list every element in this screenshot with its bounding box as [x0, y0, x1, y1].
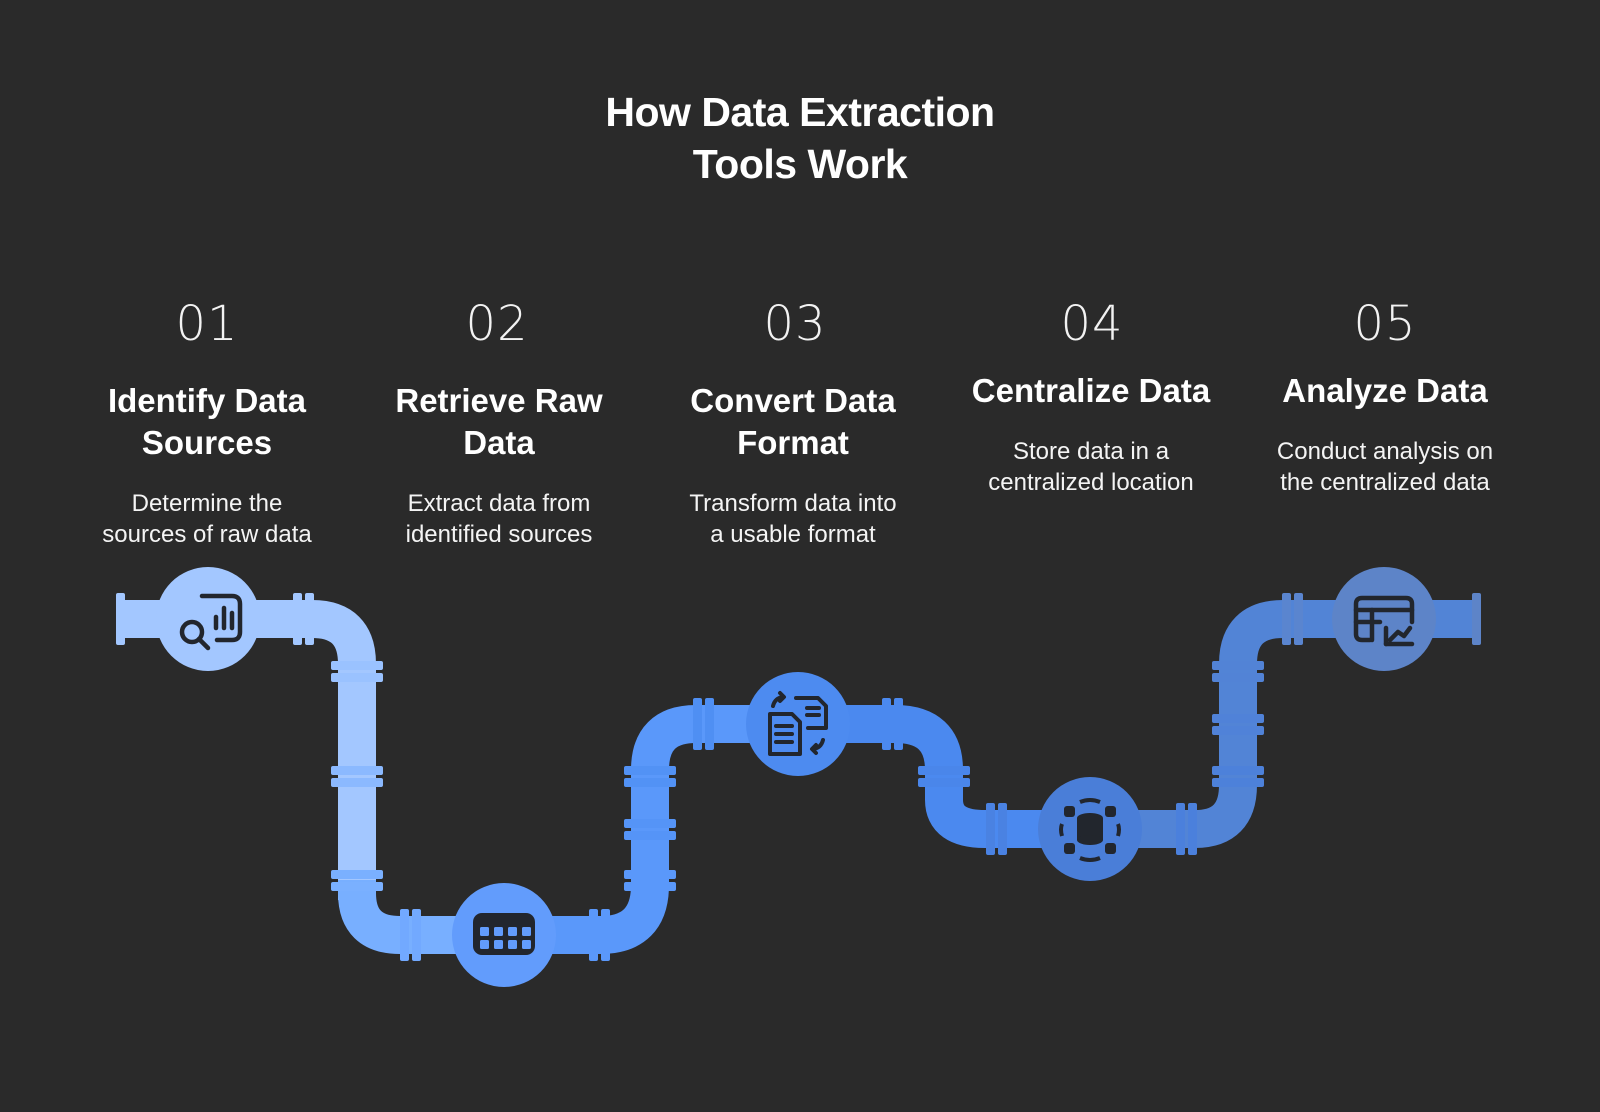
pipe-segment-1	[122, 619, 500, 935]
step-node-2	[452, 883, 556, 987]
step-node-3	[746, 672, 850, 776]
pipe-flanges	[116, 593, 1481, 961]
step-node-4	[1038, 777, 1142, 881]
step-node-5	[1332, 567, 1436, 671]
step-node-1	[156, 567, 260, 671]
data-grid-icon	[473, 913, 535, 955]
